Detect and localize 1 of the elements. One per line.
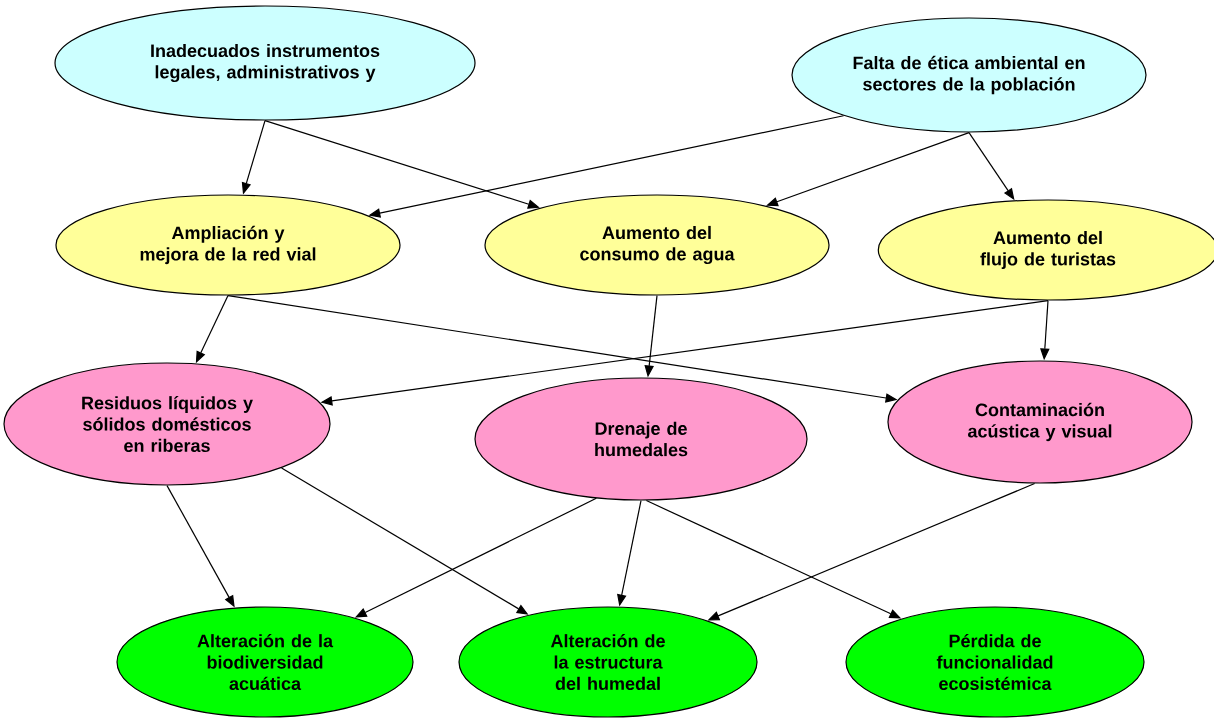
arrow <box>766 132 970 207</box>
